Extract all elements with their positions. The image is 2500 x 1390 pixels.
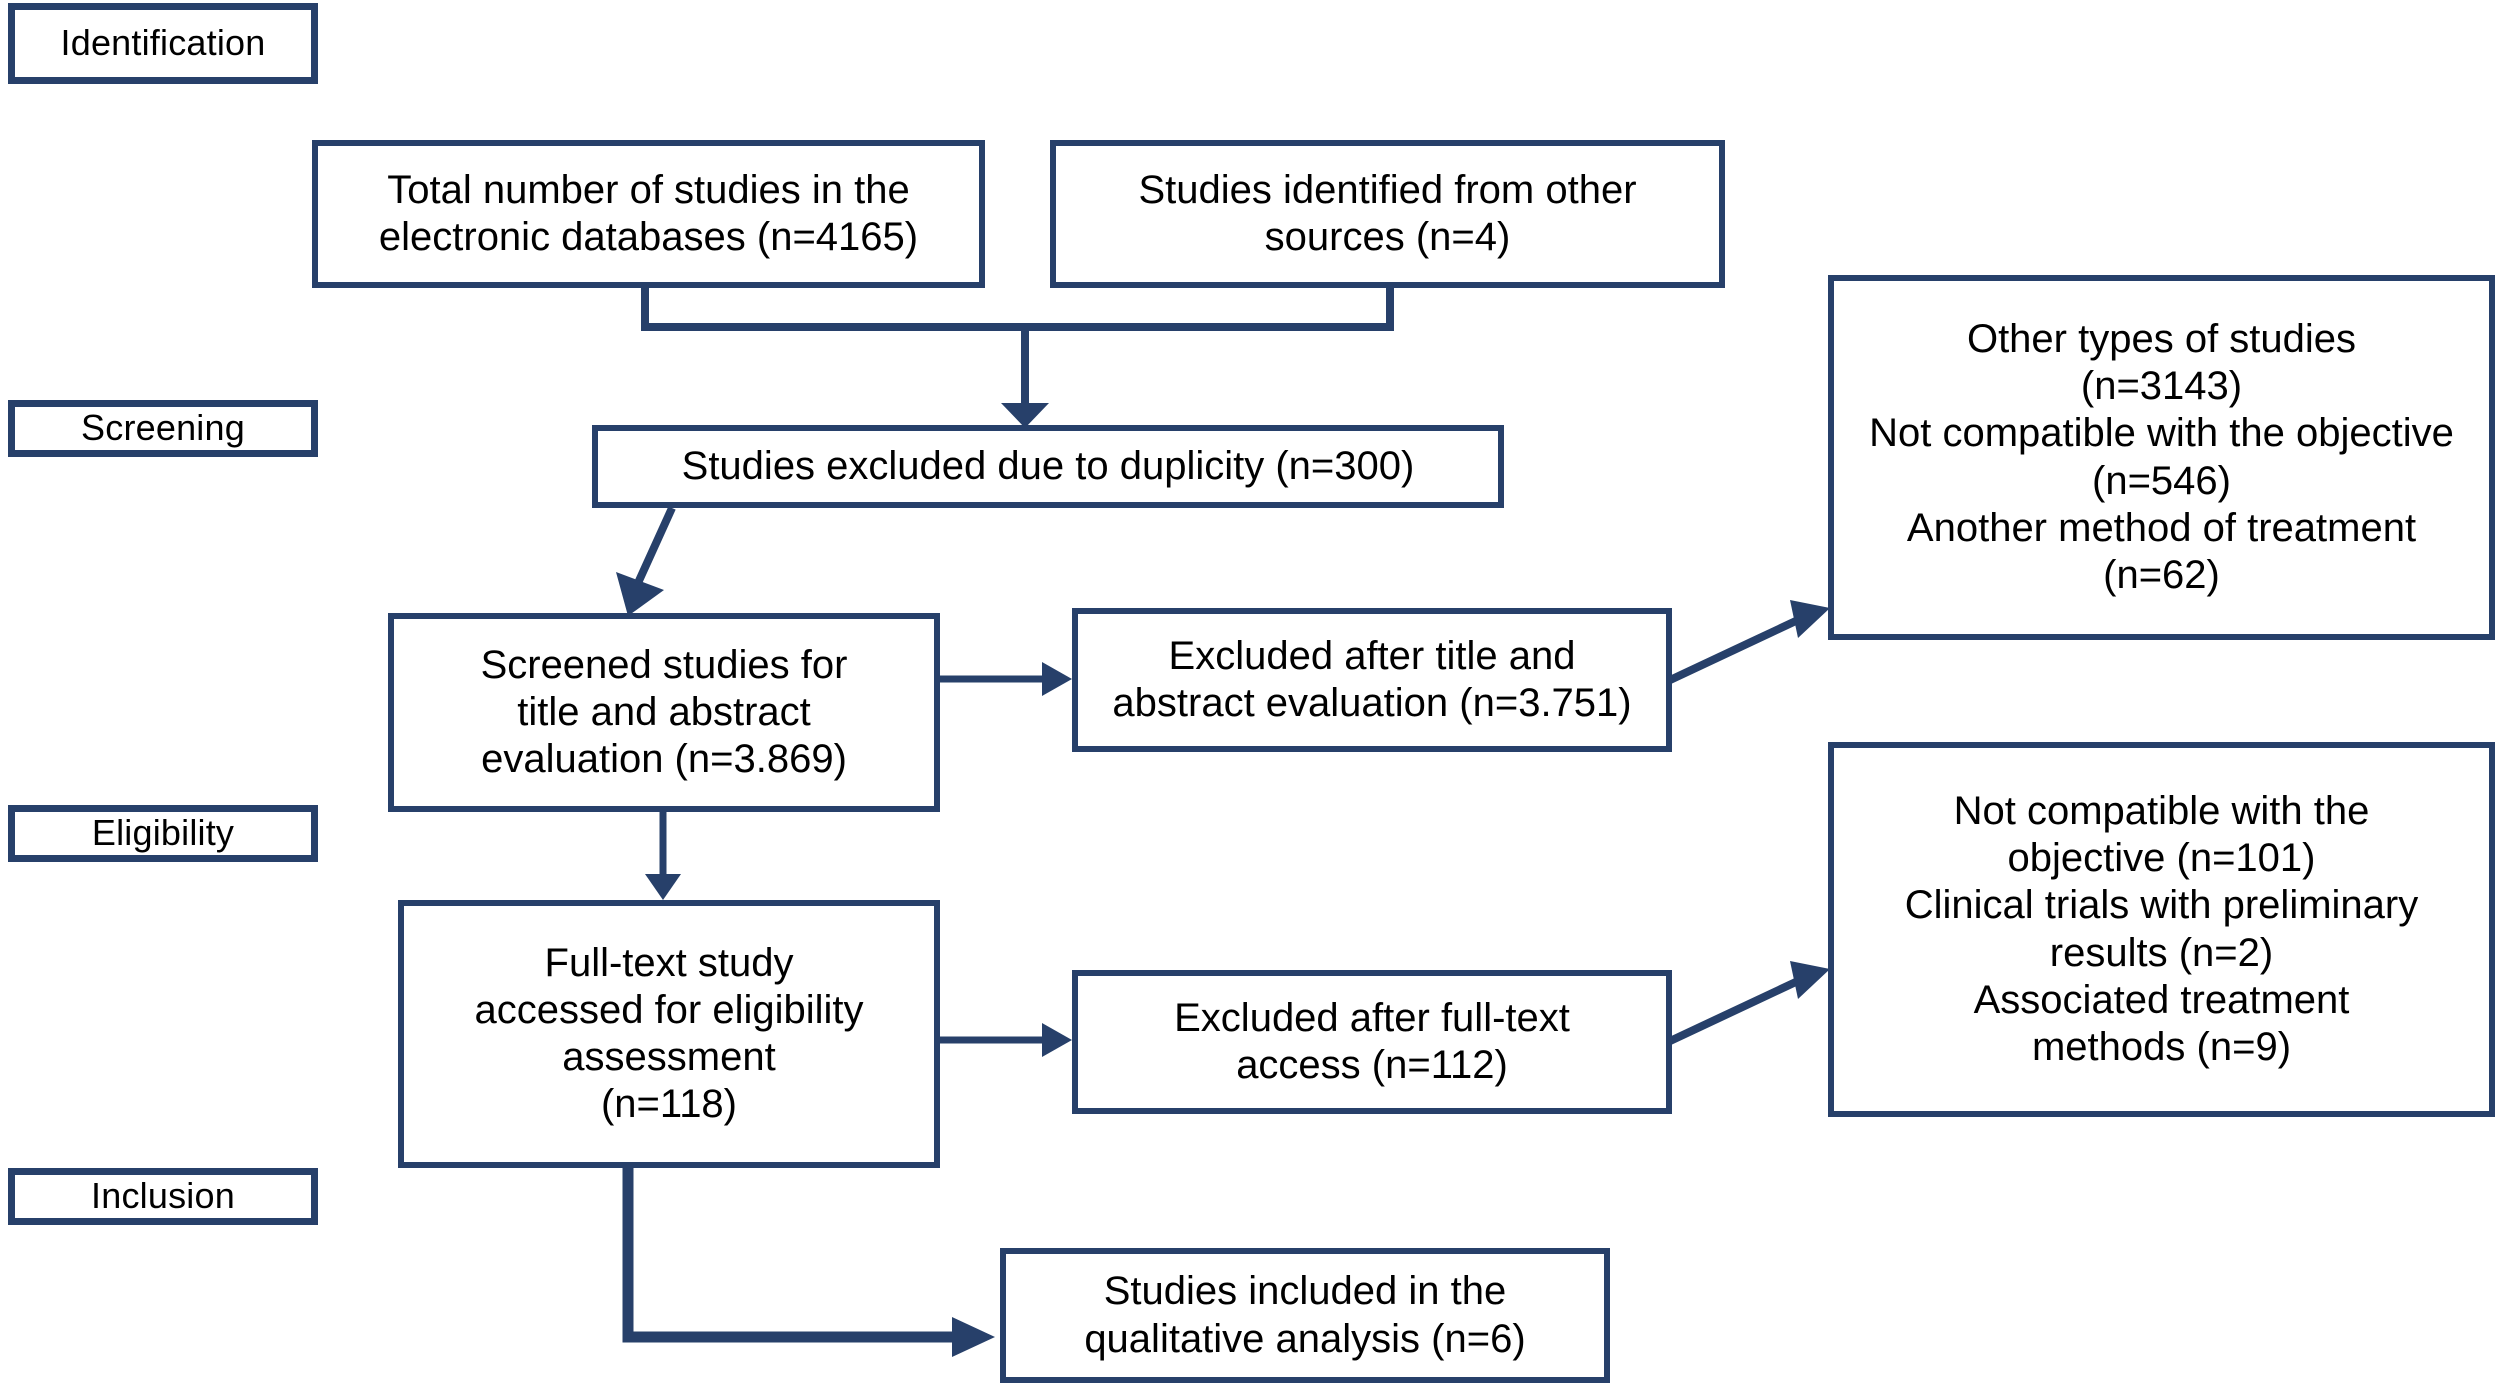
connector-excluded-fulltext-to-reasons [1666,961,1830,1046]
node-other-sources: Studies identified from other sources (n… [1050,140,1725,288]
connector-screened-to-fulltext [645,812,681,900]
connector-identification-merge [641,288,1394,428]
stage-label-inclusion: Inclusion [8,1168,318,1225]
node-included-text: Studies included in the qualitative anal… [1084,1269,1526,1361]
connector-fulltext-to-excluded-fulltext [940,1023,1072,1057]
connector-excluded-title-to-reasons [1666,600,1830,685]
stage-label-screening-text: Screening [81,407,245,449]
node-excluded-fulltext: Excluded after full-text access (n=112) [1072,970,1672,1114]
node-excluded-fulltext-text: Excluded after full-text access (n=112) [1174,995,1570,1087]
connector-duplicity-to-screened [616,506,676,616]
node-duplicates-excluded-text: Studies excluded due to duplicity (n=300… [681,443,1415,488]
node-databases-text: Total number of studies in the electroni… [378,167,919,259]
connector-screened-to-excluded-title [940,662,1072,696]
stage-label-inclusion-text: Inclusion [91,1175,235,1217]
stage-label-screening: Screening [8,400,318,457]
node-excluded-title-abstract: Excluded after title and abstract evalua… [1072,608,1672,752]
node-other-sources-text: Studies identified from other sources (n… [1138,167,1637,259]
node-duplicates-excluded: Studies excluded due to duplicity (n=300… [592,425,1504,508]
node-fulltext: Full-text study accessed for eligibility… [398,900,940,1168]
node-fulltext-text: Full-text study accessed for eligibility… [474,940,864,1127]
node-excluded-fulltext-reasons-text: Not compatible with the objective (n=101… [1904,788,2419,1069]
node-screened: Screened studies for title and abstract … [388,613,940,812]
stage-label-identification-text: Identification [60,22,266,64]
node-included: Studies included in the qualitative anal… [1000,1248,1610,1383]
node-databases: Total number of studies in the electroni… [312,140,985,288]
stage-label-eligibility: Eligibility [8,805,318,862]
connector-fulltext-to-included [622,1168,995,1357]
node-screened-text: Screened studies for title and abstract … [480,642,848,782]
stage-label-eligibility-text: Eligibility [91,812,235,854]
node-excluded-title-abstract-text: Excluded after title and abstract evalua… [1112,633,1632,725]
node-excluded-fulltext-reasons: Not compatible with the objective (n=101… [1828,742,2495,1117]
node-excluded-title-abstract-reasons-text: Other types of studies (n=3143) Not comp… [1869,316,2454,597]
stage-label-identification: Identification [8,3,318,84]
node-excluded-title-abstract-reasons: Other types of studies (n=3143) Not comp… [1828,275,2495,640]
